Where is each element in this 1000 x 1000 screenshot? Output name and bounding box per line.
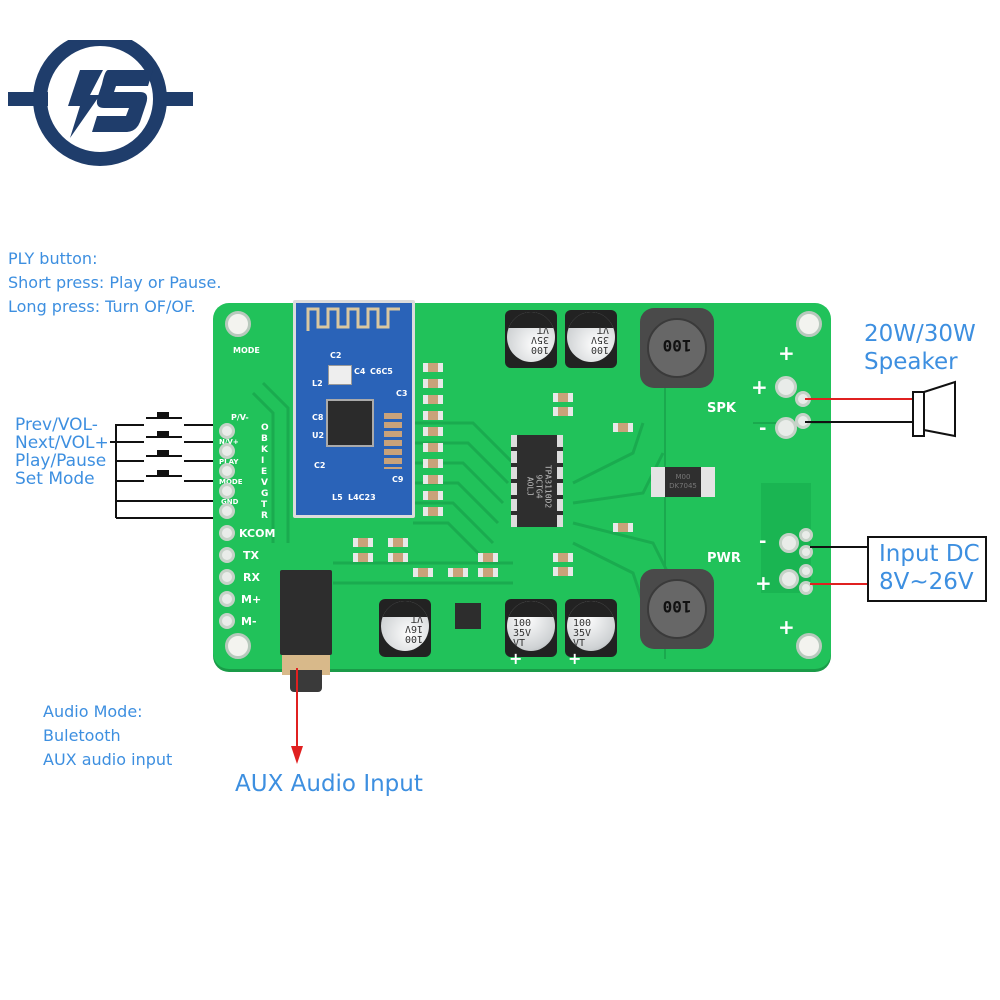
pin-gnd[interactable] [219, 503, 235, 519]
silk-tx: TX [243, 549, 259, 562]
crystal [328, 365, 352, 385]
pad [799, 528, 813, 542]
aux-arrow-icon [291, 668, 303, 764]
input-voltage-range: 8V~26V [879, 569, 974, 595]
note-line: Buletooth [43, 726, 121, 745]
aux-audio-jack[interactable] [280, 570, 332, 692]
note-line: Short press: Play or Pause. [8, 273, 222, 292]
pin-nv[interactable] [219, 443, 235, 459]
silk-mode: MODE [233, 346, 260, 355]
pin-pv[interactable] [219, 423, 235, 439]
silk-mode2: MODE [219, 478, 243, 486]
silk-pv: P/V- [231, 413, 249, 422]
silk-vertical-text: O B K I E V G T R [261, 423, 269, 521]
pin-kcom[interactable] [219, 525, 235, 541]
mount-hole [796, 633, 822, 659]
inductor-100: 100 [640, 308, 714, 388]
silk-rx: RX [243, 571, 260, 584]
speaker-wiring [805, 380, 956, 438]
pin-tx[interactable] [219, 547, 235, 563]
button-labels: Prev/VOL- Next/VOL+ Play/Pause Set Mode [15, 416, 109, 488]
inductor-100: 100 [640, 569, 714, 649]
amplifier-pcb: MODE P/V- N/V+ PLAY MODE GND KCOM TX RX … [213, 300, 831, 692]
silk-gnd: GND [221, 498, 239, 506]
voltage-regulator [455, 603, 481, 629]
pin-mminus[interactable] [219, 613, 235, 629]
speaker-power-label: 20W/30W [864, 321, 976, 347]
antenna-trace-icon [306, 307, 400, 331]
power-wiring [810, 546, 868, 585]
power-terminal-minus[interactable] [779, 533, 799, 553]
mount-hole [796, 311, 822, 337]
audio-mode-notes: Audio Mode: Buletooth AUX audio input [43, 700, 172, 772]
speaker-terminal-minus[interactable] [775, 417, 797, 439]
silk-nv: N/V+ [219, 438, 239, 446]
speaker-icon [912, 380, 956, 438]
button-label-mode: Set Mode [15, 469, 95, 489]
pin-mplus[interactable] [219, 591, 235, 607]
silk-pwr: PWR [707, 551, 741, 566]
button-wiring-diagram [110, 412, 230, 519]
speaker-label: Speaker [864, 349, 958, 375]
silk-spk: SPK [707, 401, 736, 416]
ply-button-notes: PLY button: Short press: Play or Pause. … [8, 247, 221, 319]
mount-hole [225, 311, 251, 337]
pad [799, 581, 813, 595]
silk-kcom: KCOM [239, 527, 276, 540]
button-label-play: Play/Pause [15, 451, 107, 471]
input-dc-label: Input DC [879, 541, 980, 567]
lightning-s-logo-icon [8, 32, 193, 166]
pin-play[interactable] [219, 463, 235, 479]
note-line: AUX audio input [43, 750, 173, 769]
pin-mode[interactable] [219, 483, 235, 499]
speaker-terminal-plus[interactable] [775, 376, 797, 398]
note-line: PLY button: [8, 249, 98, 268]
power-terminal-plus[interactable] [779, 569, 799, 589]
input-dc-callout: Input DC 8V~26V [867, 536, 987, 602]
resistor-array [384, 413, 402, 469]
bluetooth-module: C2 C4 C6C5 L2 C8 U2 C2 L5 L4C23 C9 C3 [293, 300, 415, 518]
aux-audio-input-label: AUX Audio Input [235, 771, 423, 797]
note-line: Long press: Turn OF/OF. [8, 297, 196, 316]
pad [799, 545, 813, 559]
silk-mminus: M- [241, 615, 257, 628]
button-label-next: Next/VOL+ [15, 433, 109, 453]
silk-mplus: M+ [241, 593, 262, 606]
pin-rx[interactable] [219, 569, 235, 585]
silk-play: PLAY [219, 458, 239, 466]
mount-hole [225, 633, 251, 659]
brand-logo [8, 32, 193, 180]
pad [799, 564, 813, 578]
speaker-callout: 20W/30W Speaker [864, 320, 976, 376]
bt-chip [326, 399, 374, 447]
note-line: Audio Mode: [43, 702, 143, 721]
button-label-prev: Prev/VOL- [15, 415, 98, 435]
